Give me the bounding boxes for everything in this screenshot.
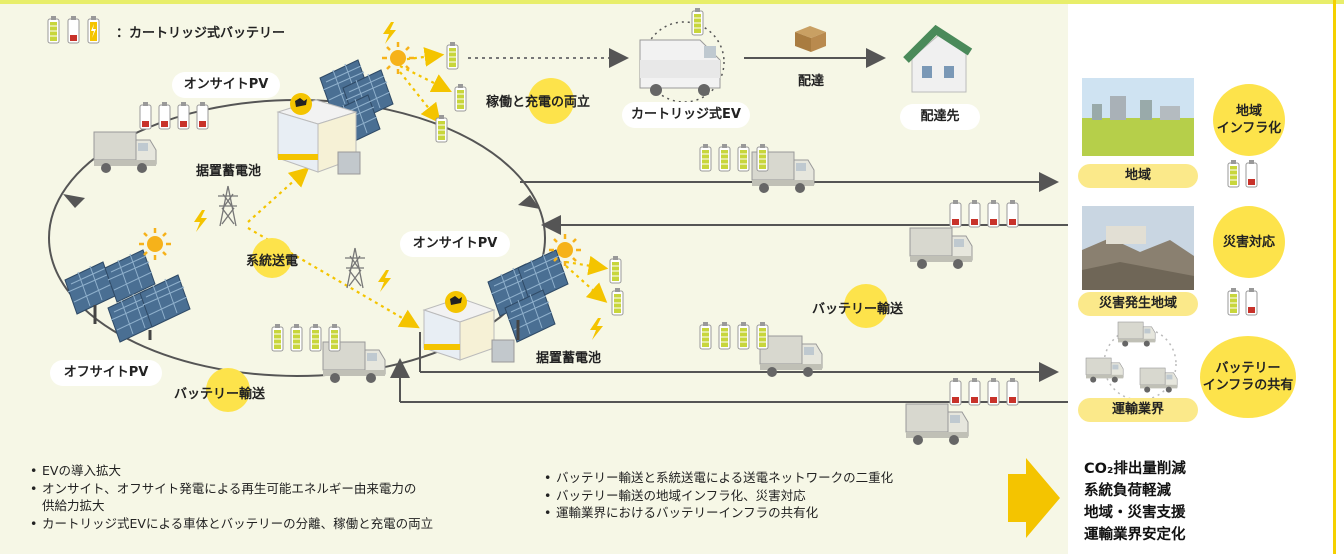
benefit-item: CO₂排出量削減: [1084, 461, 1186, 477]
bullet-list-left: EVの導入拡大 オンサイト、オフサイト発電による再生可能エネルギー由来電力の 供…: [28, 462, 558, 532]
battery-transport-left-label: バッテリー輸送: [174, 387, 266, 402]
onsite-pv-top-label: オンサイトPV: [172, 72, 280, 98]
offsite-pv-label: オフサイトPV: [50, 360, 162, 386]
label-highlight: [528, 78, 574, 124]
benefit-item: 系統負荷軽減: [1084, 483, 1171, 499]
result-arrow: [1008, 458, 1060, 538]
grid-transmission-label: 系統送電: [246, 254, 299, 269]
bullet-item: オンサイト、オフサイト発電による再生可能エネルギー由来電力の: [28, 480, 558, 498]
operation-charging-label: 稼働と充電の両立: [486, 95, 591, 110]
bullet-item: 運輸業界におけるバッテリーインフラの共有化: [542, 504, 1012, 522]
transport-industry-label: 運輸業界: [1078, 398, 1198, 422]
disaster-response-badge: 災害対応: [1213, 206, 1285, 278]
bullet-item: バッテリー輸送と系統送電による送電ネットワークの二重化: [542, 469, 1012, 487]
region-label: 地域: [1078, 164, 1198, 188]
disaster-photo: [1082, 206, 1194, 290]
station-mid: [422, 291, 496, 361]
disaster-area-label: 災害発生地域: [1078, 292, 1198, 316]
legend-batteries: [47, 15, 100, 44]
bullet-item: バッテリー輸送の地域インフラ化、災害対応: [542, 487, 1012, 505]
battery-transport-right-label: バッテリー輸送: [812, 302, 904, 317]
onsite-pv-mid-label: オンサイトPV: [400, 231, 510, 257]
bullet-list-right: バッテリー輸送と系統送電による送電ネットワークの二重化 バッテリー輸送の地域イン…: [542, 469, 1012, 522]
storage-top-label: 据置蓄電池: [196, 164, 262, 179]
label-highlight: [844, 284, 888, 328]
benefits-list: CO₂排出量削減 系統負荷軽減 地域・災害支援 運輸業界安定化: [1084, 458, 1186, 546]
delivery-destination-label: 配達先: [900, 104, 980, 130]
right-accent-line: [1333, 0, 1336, 554]
bullet-item-continuation: 供給力拡大: [42, 498, 105, 513]
delivery-label: 配達: [798, 74, 825, 89]
benefit-item: 地域・災害支援: [1084, 505, 1186, 521]
benefit-item: 運輸業界安定化: [1084, 527, 1186, 543]
transport-trucks: [1085, 321, 1178, 401]
label-highlight: [252, 238, 292, 278]
battery-infra-share-badge: バッテリーインフラの共有: [1200, 336, 1296, 418]
bullet-item: カートリッジ式EVによる車体とバッテリーの分離、稼働と充電の両立: [28, 515, 558, 533]
top-accent-line: [0, 0, 1344, 4]
cartridge-ev-van: [639, 21, 725, 103]
house: [903, 24, 973, 93]
cartridge-ev-label: カートリッジ式EV: [622, 102, 750, 128]
station-top: [276, 93, 358, 173]
label-highlight: [206, 368, 250, 412]
region-photo: [1082, 78, 1194, 156]
storage-bottom-label: 据置蓄電池: [536, 351, 602, 366]
region-infra-badge: 地域インフラ化: [1213, 84, 1285, 156]
legend-label: ：カートリッジ式バッテリー: [116, 26, 286, 41]
bullet-item: EVの導入拡大: [28, 462, 558, 480]
